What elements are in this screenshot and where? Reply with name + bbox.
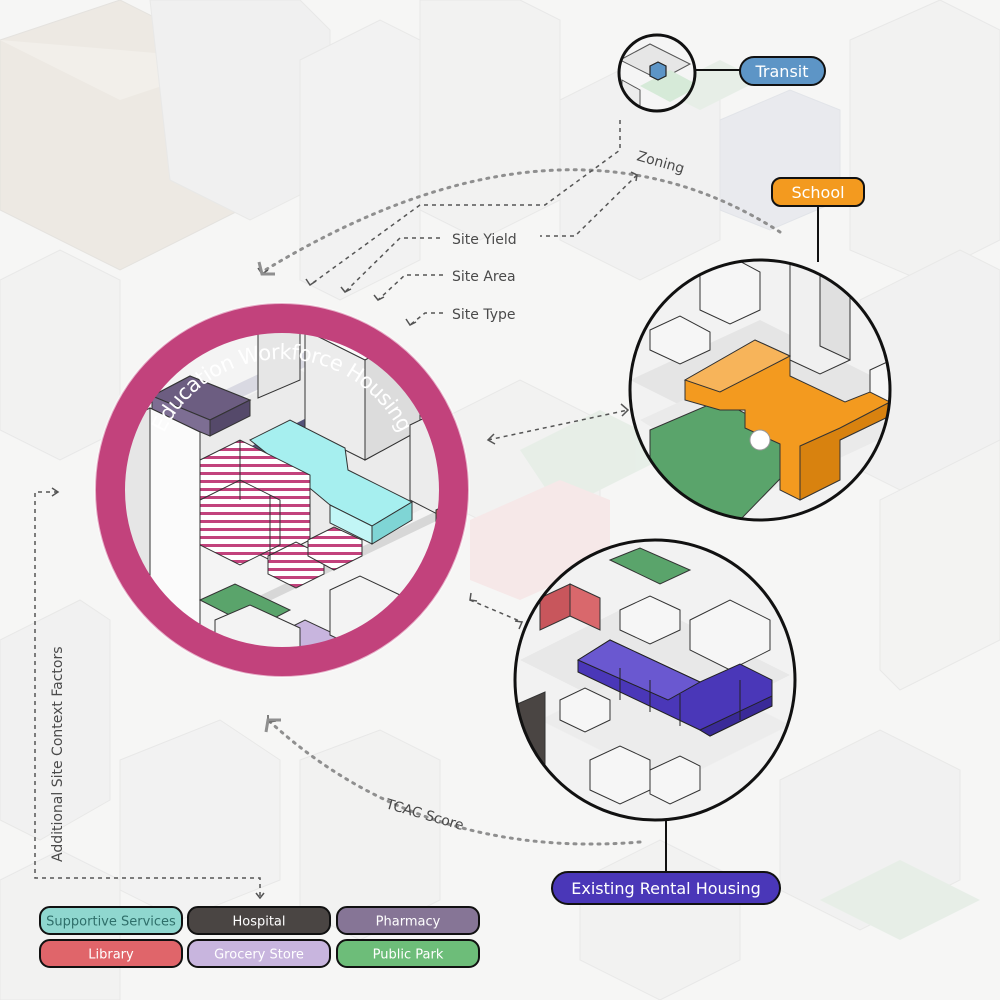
flow-arrows bbox=[34, 120, 782, 898]
rental-magnifier bbox=[513, 538, 797, 872]
ring-chevrons bbox=[257, 261, 281, 733]
rental-callout-label: Existing Rental Housing bbox=[571, 879, 761, 898]
legend-item-grocery-store: Grocery Store bbox=[187, 939, 331, 968]
site-area-label: Site Area bbox=[452, 269, 516, 285]
legend-label: Public Park bbox=[373, 948, 444, 963]
legend-swatch bbox=[39, 939, 183, 968]
legend: Supportive Services Hospital PharmacyLibra… bbox=[39, 906, 480, 968]
site-type-label: Site Type bbox=[452, 307, 516, 323]
legend-item-pharmacy: Pharmacy bbox=[336, 906, 480, 935]
additional-factors-label: Additional Site Context Factors bbox=[50, 646, 66, 862]
legend-label: Grocery Store bbox=[214, 948, 304, 963]
rental-callout: Existing Rental Housing bbox=[551, 871, 781, 905]
school-callout: School bbox=[771, 177, 865, 207]
legend-swatch bbox=[187, 906, 331, 935]
legend-label: Supportive Services bbox=[46, 915, 176, 930]
school-callout-label: School bbox=[791, 183, 844, 202]
proposed-housing-blocks bbox=[199, 439, 363, 589]
existing-rental-building bbox=[576, 639, 773, 737]
legend-swatch bbox=[336, 939, 480, 968]
legend-label: Library bbox=[88, 948, 134, 963]
arrowheads bbox=[51, 171, 638, 900]
central-site-magnifier: Education Workforce Housing bbox=[94, 302, 470, 678]
legend-swatch bbox=[39, 906, 183, 935]
transit-station bbox=[649, 61, 667, 81]
transit-callout-label: Transit bbox=[755, 62, 809, 81]
transit-magnifier bbox=[617, 33, 740, 113]
site-yield-label: Site Yield bbox=[452, 232, 517, 248]
legend-swatch bbox=[187, 939, 331, 968]
transit-callout: Transit bbox=[739, 56, 826, 86]
legend-item-supportive-services: Supportive Services bbox=[39, 906, 183, 935]
legend-item-public-park: Public Park bbox=[336, 939, 480, 968]
school-building bbox=[683, 339, 890, 501]
legend-item-hospital: Hospital bbox=[187, 906, 331, 935]
school-magnifier bbox=[628, 206, 892, 522]
legend-swatch bbox=[336, 906, 480, 935]
legend-label: Hospital bbox=[232, 915, 285, 930]
legend-item-library: Library bbox=[39, 939, 183, 968]
legend-label: Pharmacy bbox=[376, 915, 441, 930]
education-workforce-housing-ring bbox=[95, 303, 469, 677]
